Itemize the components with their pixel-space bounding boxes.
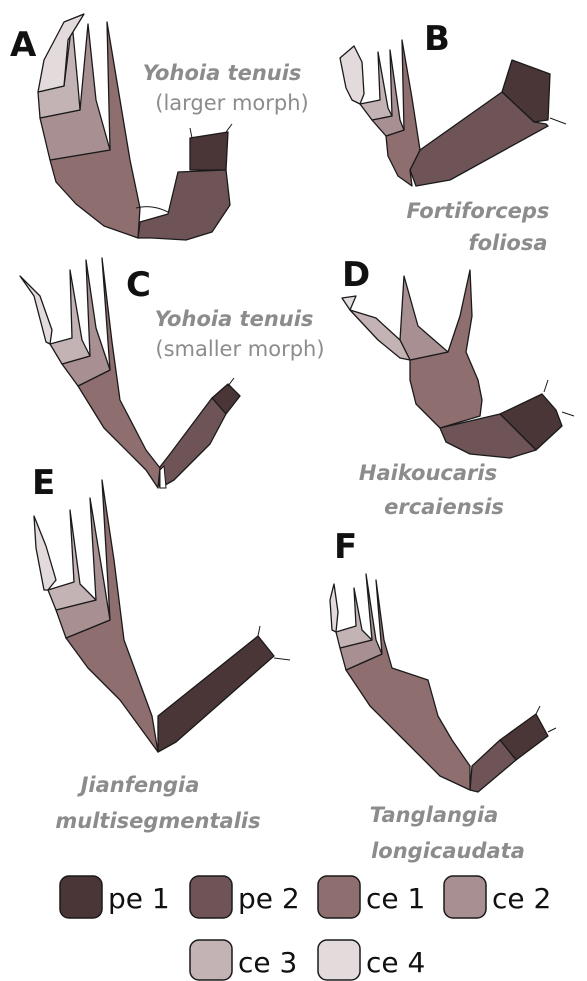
- legend-label-pe2: pe 2: [238, 882, 300, 915]
- species-name-d-line2: ercaiensis: [384, 495, 504, 519]
- species-name-f-line2: longicaudata: [371, 839, 525, 863]
- legend-swatch-ce1: [318, 876, 360, 918]
- legend-item-ce4: ce 4: [318, 940, 425, 980]
- species-name-b-line2: foliosa: [468, 231, 547, 255]
- panel-letter-f: F: [334, 527, 357, 567]
- panel-letter-c: C: [126, 265, 151, 305]
- legend-swatch-ce2: [444, 876, 486, 918]
- appendage-b: [340, 40, 566, 186]
- segment-pe2: [138, 170, 230, 240]
- panel-letter-a: A: [10, 25, 37, 65]
- segment-ce1: [346, 580, 470, 790]
- panel-letter-e: E: [32, 463, 55, 503]
- legend-label-ce4: ce 4: [366, 946, 425, 979]
- panel-e: E Jianfengia multisegmentalis: [32, 463, 290, 833]
- panel-letter-b: B: [424, 19, 450, 59]
- segment-ce3: [50, 270, 90, 364]
- segment-ce3: [360, 52, 392, 120]
- legend-swatch-pe1: [60, 876, 102, 918]
- segment-ce2: [62, 260, 110, 386]
- segment-ce2: [372, 50, 404, 136]
- segment-pe1: [158, 636, 274, 752]
- legend-item-pe2: pe 2: [190, 876, 300, 918]
- species-name-e-line2: multisegmentalis: [55, 809, 260, 833]
- legend-label-ce3: ce 3: [238, 946, 297, 979]
- segment-ce2: [400, 276, 448, 360]
- legend-label-ce1: ce 1: [366, 882, 425, 915]
- legend-item-ce3: ce 3: [190, 940, 297, 980]
- segment-pe2: [156, 398, 226, 488]
- morph-label-c: (smaller morph): [155, 337, 324, 361]
- panel-f: F Tanglangia longicaudata: [330, 527, 556, 863]
- legend-swatch-ce3: [190, 940, 232, 980]
- species-name-f-line1: Tanglangia: [370, 803, 499, 827]
- morph-label-a: (larger morph): [155, 91, 309, 115]
- segment-ce4: [330, 584, 338, 632]
- legend-item-ce2: ce 2: [444, 876, 551, 918]
- segment-ce4: [342, 296, 356, 310]
- species-name-c: Yohoia tenuis: [155, 307, 314, 331]
- species-name-e-line1: Jianfengia: [77, 773, 200, 797]
- legend-item-pe1: pe 1: [60, 876, 170, 918]
- legend-label-pe1: pe 1: [108, 882, 170, 915]
- legend-swatch-ce4: [318, 940, 360, 980]
- panel-c: C Yohoia tenuis (smaller morph): [20, 258, 325, 488]
- panel-d: D Haikoucaris ercaiensis: [342, 255, 574, 519]
- appendage-d: [342, 270, 574, 458]
- segment-ce4: [340, 46, 364, 104]
- panel-letter-d: D: [342, 255, 370, 295]
- legend-swatch-pe2: [190, 876, 232, 918]
- segment-ce3: [48, 510, 96, 610]
- segment-ce3: [336, 588, 372, 648]
- appendage-a: [38, 14, 232, 240]
- appendage-e: [34, 480, 290, 752]
- appendage-f: [330, 574, 556, 792]
- segment-ce4: [34, 516, 56, 590]
- species-name-a: Yohoia tenuis: [143, 61, 302, 85]
- legend-item-ce1: ce 1: [318, 876, 425, 918]
- segment-ce4: [20, 276, 52, 344]
- panel-b: B Fortiforceps foliosa: [340, 19, 566, 255]
- panel-a: A Yohoia tenuis (larger morph): [10, 14, 309, 240]
- legend-label-ce2: ce 2: [492, 882, 551, 915]
- legend: pe 1 pe 2 ce 1 ce 2 ce 3 ce 4: [60, 876, 551, 980]
- species-name-b-line1: Fortiforceps: [407, 199, 550, 223]
- segment-pe1: [190, 132, 228, 170]
- segment-ce2: [56, 498, 110, 638]
- species-name-d-line1: Haikoucaris: [359, 461, 497, 485]
